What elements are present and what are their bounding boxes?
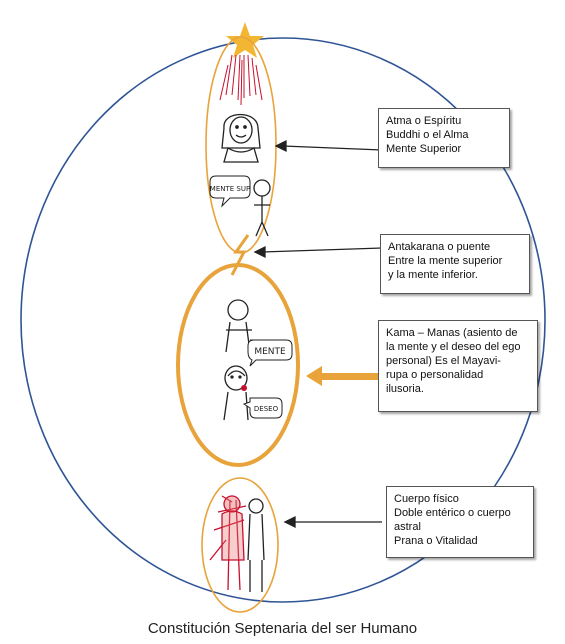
label-lower-4: Prana o Vitalidad (394, 534, 526, 548)
label-bridge-1: Antakarana o puente (388, 240, 522, 254)
label-upper-1: Atma o Espíritu (386, 114, 502, 128)
label-bridge-box: Antakarana o puente Entre la mente super… (380, 234, 530, 294)
desire-mark (241, 385, 247, 391)
speech-upper-text: MENTE SUP (210, 185, 250, 193)
upper-ellipse (206, 37, 276, 253)
middle-ellipse (178, 265, 298, 465)
label-upper-2: Buddhi o el Alma (386, 128, 502, 142)
label-upper-3: Mente Superior (386, 142, 502, 156)
spirit-rays (220, 55, 262, 105)
label-lower-3: astral (394, 520, 526, 534)
speech-mid-text: MENTE (254, 347, 286, 357)
label-middle-box: Kama – Manas (asiento de la mente y el d… (378, 320, 538, 412)
kama-manas-figure-bottom (224, 366, 248, 420)
physical-body-figures (210, 496, 264, 592)
label-lower-2: Doble entérico o cuerpo (394, 506, 526, 520)
diagram-caption: Constitución Septenaria del ser Humano (0, 620, 565, 637)
label-middle-4: rupa o personalidad (386, 368, 530, 382)
label-lower-1: Cuerpo físico (394, 492, 526, 506)
kama-manas-arrow (306, 366, 382, 386)
label-middle-5: ilusoria. (386, 382, 530, 396)
label-middle-1: Kama – Manas (asiento de (386, 326, 530, 340)
label-bridge-2: Entre la mente superior (388, 254, 522, 268)
antakarana-bolt (232, 235, 248, 275)
arrows (255, 141, 382, 527)
label-middle-3: personal) Es el Mayavi- (386, 354, 530, 368)
buddhi-figure (222, 115, 260, 163)
speech-low-text: DESEO (254, 405, 279, 413)
label-upper-box: Atma o Espíritu Buddhi o el Alma Mente S… (378, 108, 510, 168)
label-lower-box: Cuerpo físico Doble entérico o cuerpo as… (386, 486, 534, 558)
higher-mind-figure (254, 180, 270, 236)
label-middle-2: la mente y el deseo del ego (386, 340, 530, 354)
label-bridge-3: y la mente inferior. (388, 268, 522, 282)
